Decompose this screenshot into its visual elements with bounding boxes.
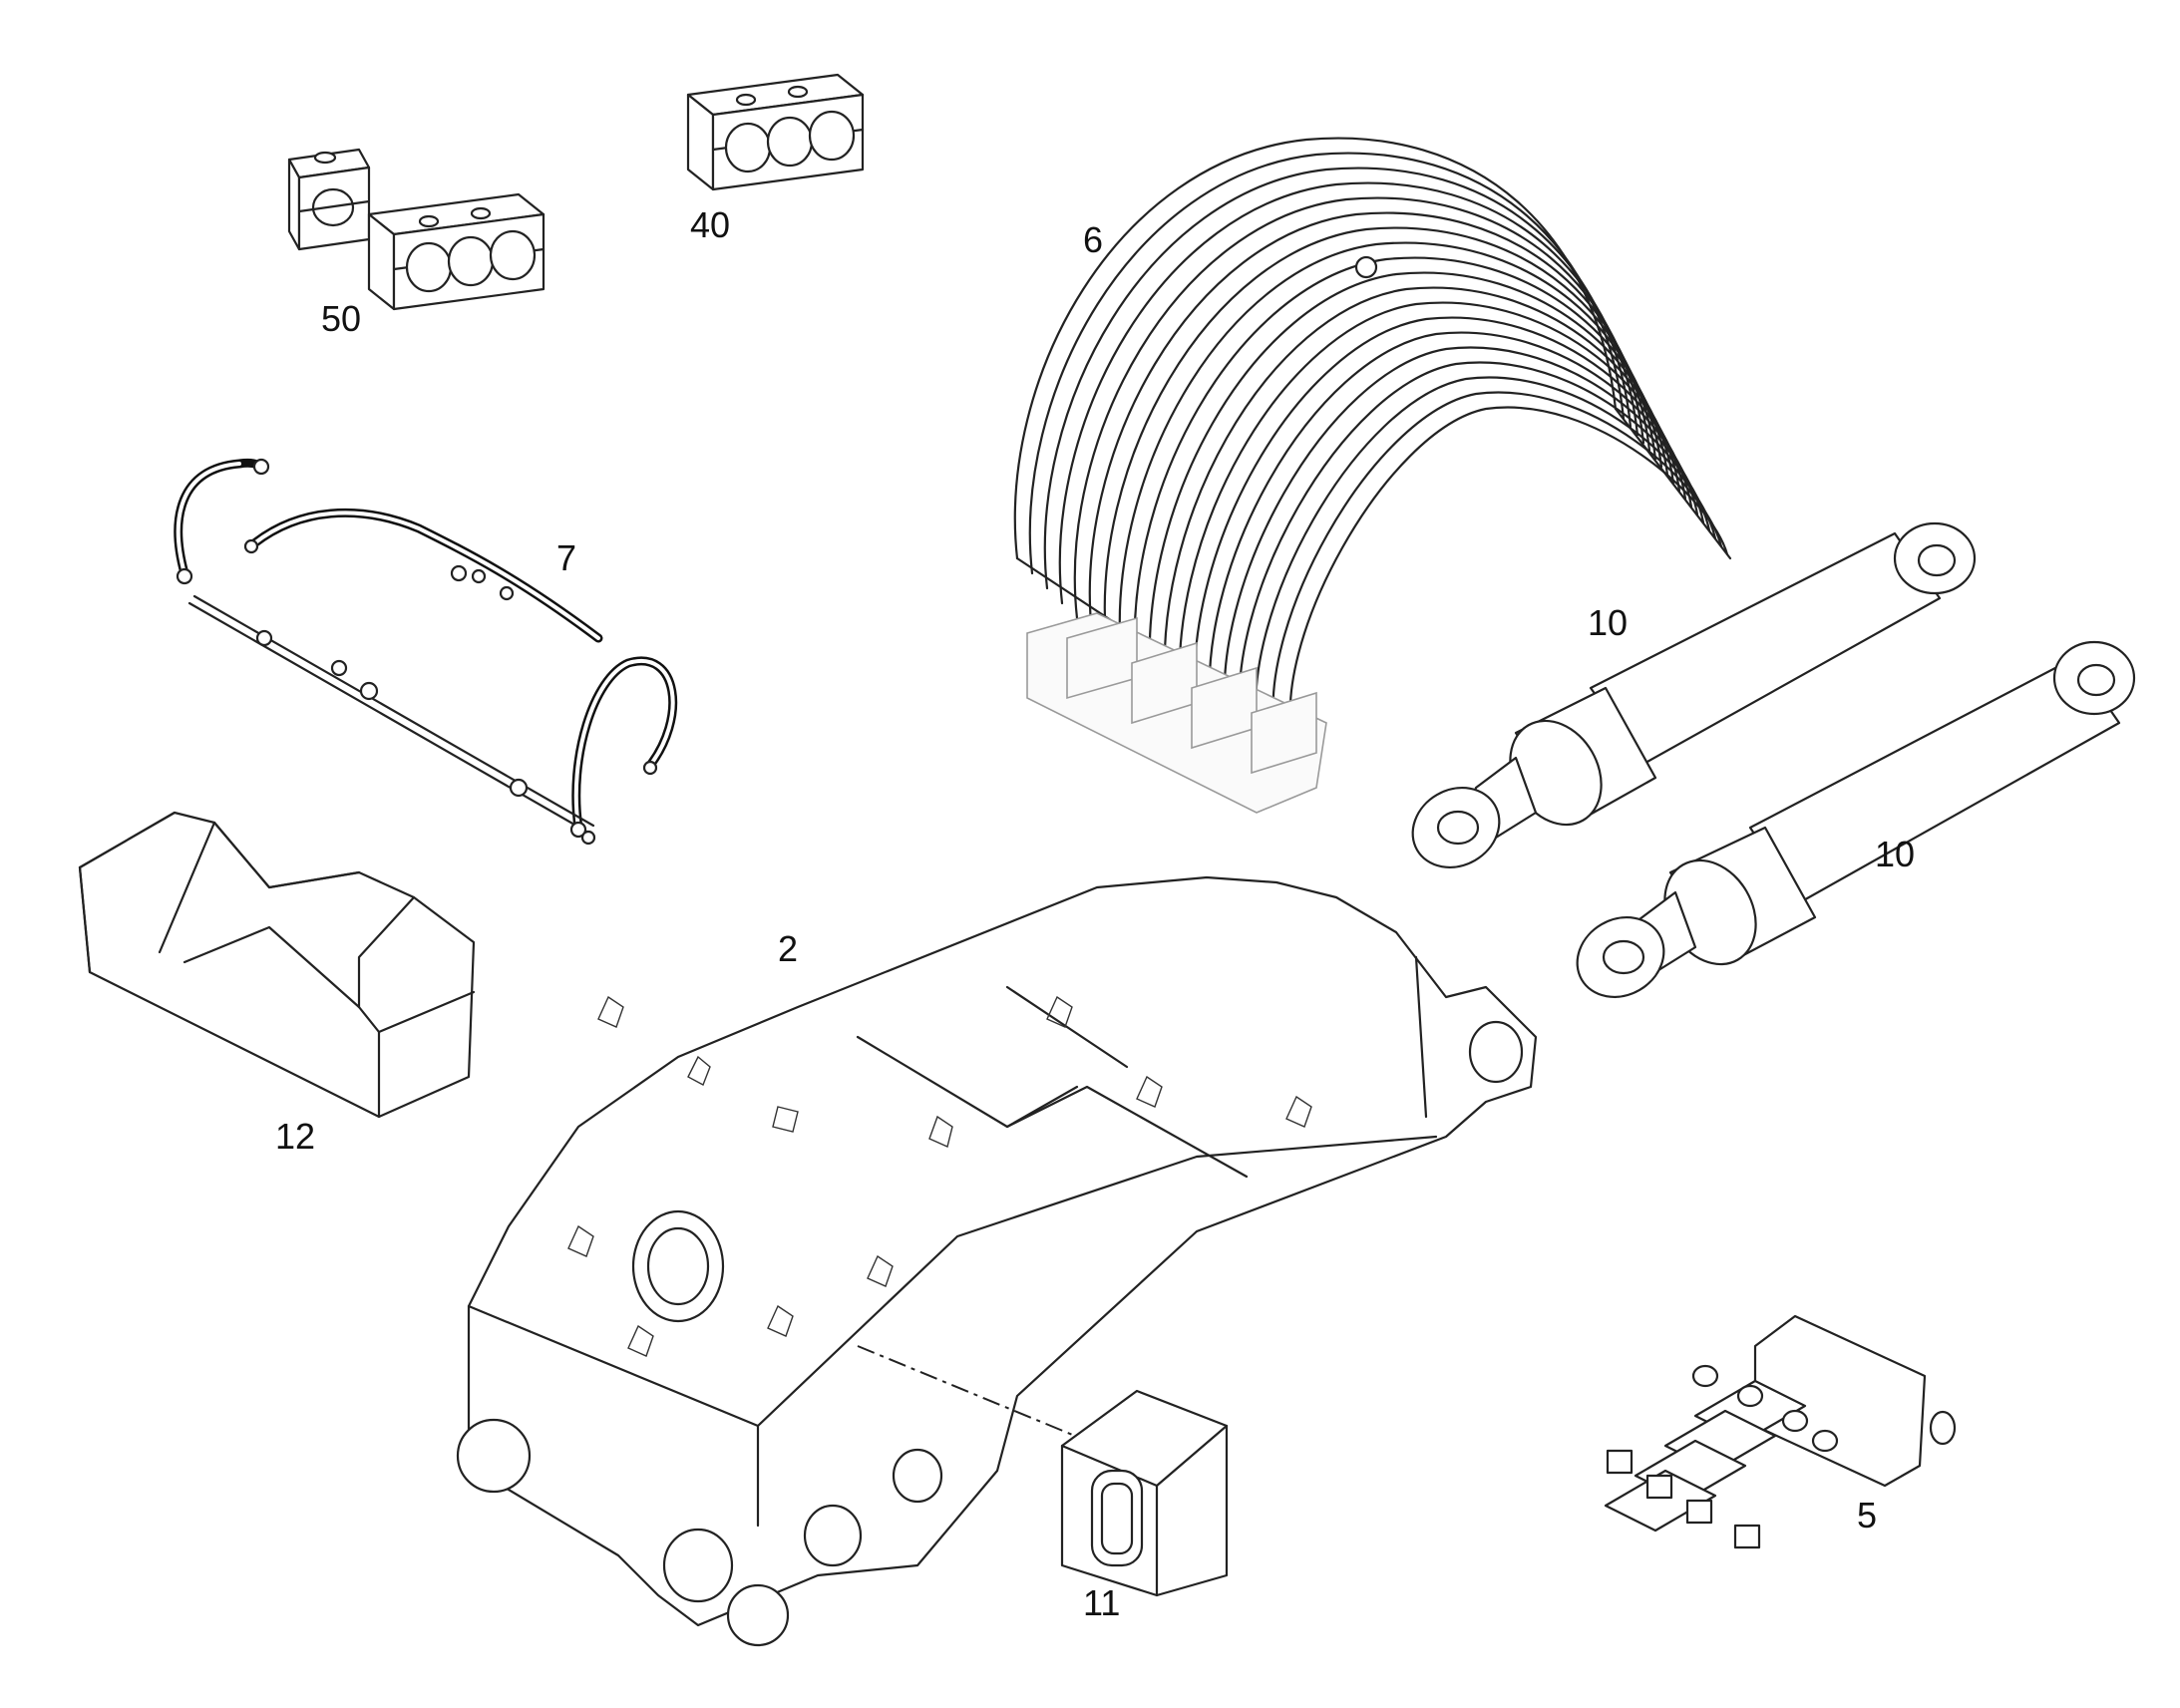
hydraulic-cylinder-10b [1576,640,2136,999]
hydraulic-cylinder-10a [1411,521,1977,868]
hose-pipe-kit-7 [174,458,678,846]
assembly-centerline [857,1345,1088,1442]
callout-5: 5 [1857,1495,1878,1536]
bearing-housing-11 [1060,1389,1229,1597]
callout-10-lower: 10 [1875,834,1916,874]
pipe-clamp-set-50 [287,148,545,311]
callout-12: 12 [275,1116,316,1157]
pipe-clamp-40 [686,73,865,191]
callout-7: 7 [556,537,577,578]
callout-50: 50 [321,298,362,339]
hose-bundle-6 [1013,137,1732,814]
callout-2: 2 [778,928,799,969]
callout-40: 40 [690,204,731,245]
cradle-block-12 [78,811,476,1119]
valve-manifold-5 [1604,1314,1957,1549]
callout-6: 6 [1083,219,1104,260]
callout-10-upper: 10 [1588,602,1629,643]
callout-11: 11 [1083,1582,1121,1623]
main-boom-2 [456,875,1538,1647]
